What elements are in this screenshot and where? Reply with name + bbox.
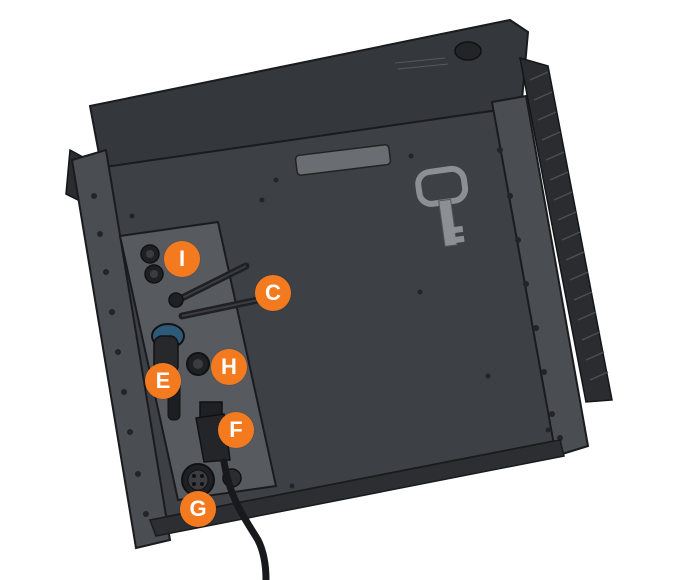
connector-i — [140, 244, 164, 284]
key-icon — [415, 165, 469, 248]
heat-sink — [519, 56, 613, 403]
antenna-c — [168, 262, 262, 320]
callout-e: E — [145, 363, 181, 399]
top-button — [454, 41, 482, 61]
top-label-line — [397, 63, 449, 70]
callout-g: G — [180, 491, 216, 527]
right-rail-screws — [497, 147, 563, 441]
callout-c: C — [255, 275, 291, 311]
left-rail — [70, 148, 172, 550]
top-label-line — [394, 57, 446, 64]
right-rail — [490, 94, 590, 458]
panel-screws — [129, 153, 551, 489]
connector-g — [181, 463, 242, 497]
power-cable — [220, 458, 270, 580]
callout-f: F — [218, 412, 254, 448]
handle-slot — [294, 144, 392, 176]
bottom-edge — [148, 439, 565, 537]
callout-i: I — [164, 241, 200, 277]
left-rail-screws — [91, 193, 149, 517]
callout-h: H — [211, 349, 247, 385]
connector-h — [186, 352, 210, 376]
